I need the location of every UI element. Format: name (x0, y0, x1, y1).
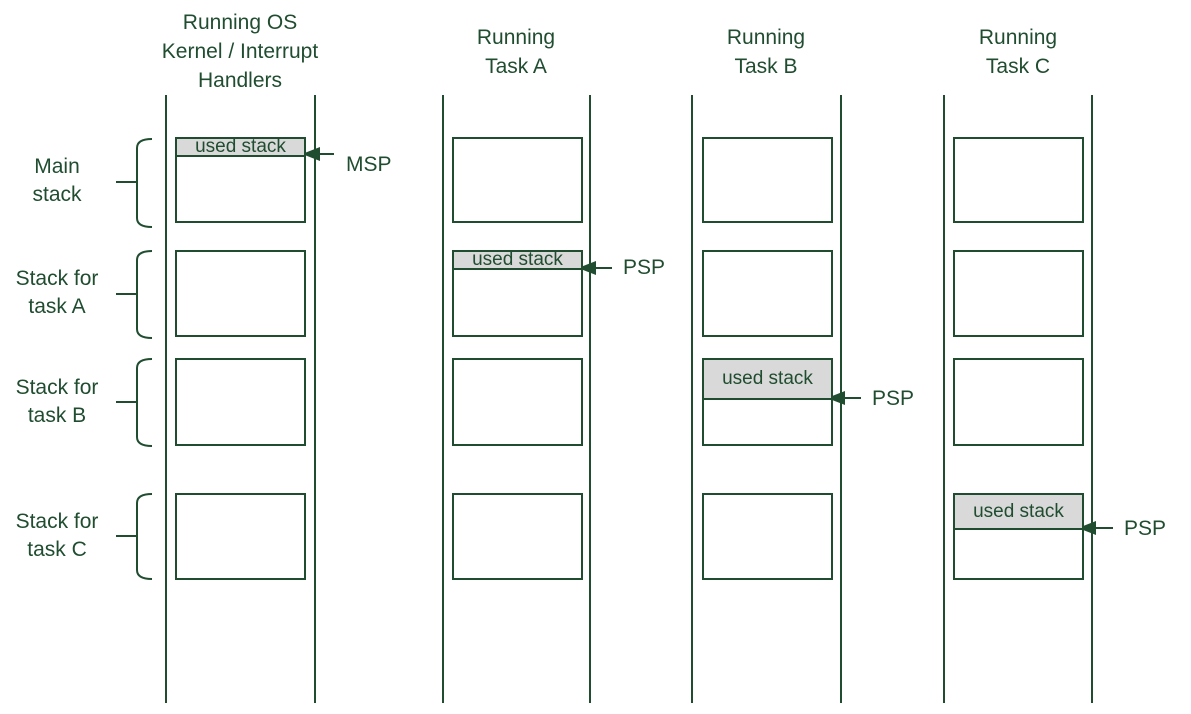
stack-box-col4-task-a (953, 250, 1084, 337)
row-label-stack-task-c: Stack for task C (7, 508, 107, 564)
row-label-line: Stack for (15, 376, 99, 399)
stack-box-col2-task-a: used stack (452, 249, 583, 337)
used-stack-strip-task-a: used stack (454, 249, 581, 270)
header-line: Running (726, 26, 806, 49)
row-label-stack-task-b: Stack for task B (7, 374, 107, 430)
bracket-stack-task-c (116, 493, 153, 580)
psp-label-task-a: PSP (623, 256, 666, 279)
stack-box-col3-task-b: used stack (702, 358, 833, 446)
stack-box-col2-task-b (452, 358, 583, 446)
bracket-stack-task-b (116, 358, 153, 447)
used-stack-label: used stack (973, 500, 1064, 522)
psp-label-task-c: PSP (1124, 517, 1167, 540)
column-header-task-c: Running Task C (938, 23, 1098, 81)
used-stack-label: used stack (722, 368, 813, 389)
row-label-line: Stack for (15, 267, 99, 290)
stack-box-col1-task-b (175, 358, 306, 446)
header-line: Running (476, 26, 556, 49)
msp-label: MSP (346, 153, 392, 176)
header-line: Running (978, 26, 1058, 49)
column-header-task-a: Running Task A (436, 23, 596, 81)
stack-box-col2-main (452, 137, 583, 223)
header-line: Task C (985, 55, 1051, 78)
row-label-line: stack (32, 183, 82, 206)
stack-box-col1-task-c (175, 493, 306, 580)
used-stack-strip-task-c: used stack (955, 495, 1082, 530)
bracket-stack-task-a (116, 250, 153, 339)
used-stack-label: used stack (472, 249, 563, 270)
psp-arrow-task-c (1078, 521, 1113, 535)
row-label-stack-task-a: Stack for task A (7, 265, 107, 321)
stack-box-col3-main (702, 137, 833, 223)
used-stack-strip-task-b: used stack (704, 360, 831, 400)
column-header-os-kernel: Running OS Kernel / Interrupt Handlers (130, 8, 350, 95)
stack-box-col4-main (953, 137, 1084, 223)
header-line: Task B (734, 55, 798, 78)
row-label-line: task C (27, 538, 87, 561)
column-header-task-b: Running Task B (686, 23, 846, 81)
stack-box-col4-task-b (953, 358, 1084, 446)
header-line: Handlers (197, 69, 283, 92)
msp-arrow (302, 147, 334, 161)
used-stack-label: used stack (195, 136, 286, 157)
stack-box-col2-task-c (452, 493, 583, 580)
psp-arrow-task-a (578, 261, 612, 275)
header-line: Task A (485, 55, 547, 78)
used-stack-strip-main: used stack (177, 136, 304, 157)
stack-box-col4-task-c: used stack (953, 493, 1084, 580)
header-line: Kernel / Interrupt (161, 40, 319, 63)
row-label-line: Main (34, 155, 80, 178)
psp-arrow-task-b (827, 391, 861, 405)
stack-box-col3-task-a (702, 250, 833, 337)
row-label-line: Stack for (15, 510, 99, 533)
row-label-line: task B (27, 404, 87, 427)
stack-box-col1-main: used stack (175, 136, 306, 223)
stack-box-col3-task-c (702, 493, 833, 580)
row-label-line: task A (28, 295, 86, 318)
bracket-main-stack (116, 138, 153, 228)
psp-label-task-b: PSP (872, 387, 915, 410)
stack-box-col1-task-a (175, 250, 306, 337)
row-label-main-stack: Main stack (7, 153, 107, 209)
header-line: Running OS (182, 11, 298, 34)
